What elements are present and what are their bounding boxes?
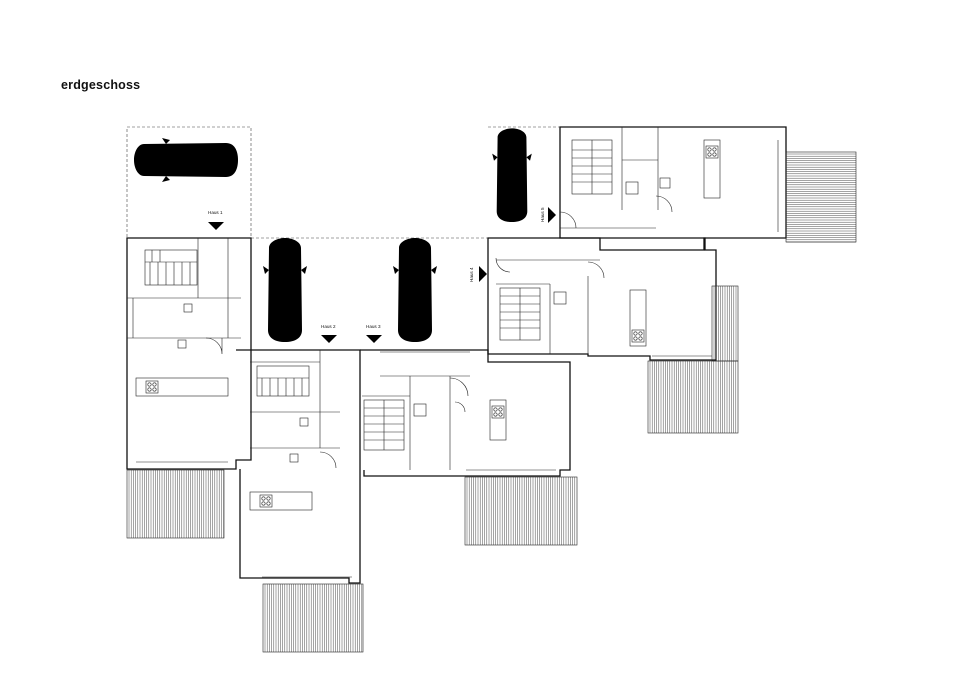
car-icon	[492, 128, 532, 222]
entrance-label-haus-2: Haus 2	[321, 324, 336, 329]
terrace-hatch	[464, 476, 578, 546]
terrace-hatch-lines	[128, 153, 856, 652]
terrace-hatch	[126, 469, 225, 539]
haus-2-unit	[236, 349, 361, 584]
stair-icon	[144, 249, 198, 286]
entrance-label-haus-3: Haus 3	[366, 324, 381, 329]
haus-5-unit	[559, 126, 787, 251]
stair-icon	[256, 365, 310, 397]
haus-4-unit	[487, 237, 717, 361]
page-title: erdgeschoss	[61, 78, 141, 92]
entrance-arrow-icon	[479, 266, 487, 282]
entrance-arrow-icon	[548, 207, 556, 223]
car-icon	[393, 238, 437, 342]
cooktop-icon	[259, 494, 273, 508]
car-icon	[134, 138, 238, 182]
entrance-label-haus-5: Haus 5	[540, 207, 545, 222]
haus-1-unit	[126, 237, 252, 470]
entrance-arrow-icon	[366, 335, 382, 343]
cooktop-icon	[631, 329, 645, 343]
entrance-arrow-icon	[208, 222, 224, 230]
terrace-hatch	[785, 151, 857, 243]
terrace-hatch	[647, 360, 739, 434]
car-icon	[263, 238, 307, 342]
cooktop-icon	[491, 405, 505, 419]
cooktop-icon	[145, 380, 159, 394]
entrance-label-haus-1: Haus 1	[208, 210, 223, 215]
haus-3-unit	[360, 349, 571, 477]
entrance-arrow-icon	[321, 335, 337, 343]
cooktop-icon	[705, 145, 719, 159]
entrance-label-haus-4: Haus 4	[469, 267, 474, 282]
terrace-hatch	[262, 583, 364, 653]
